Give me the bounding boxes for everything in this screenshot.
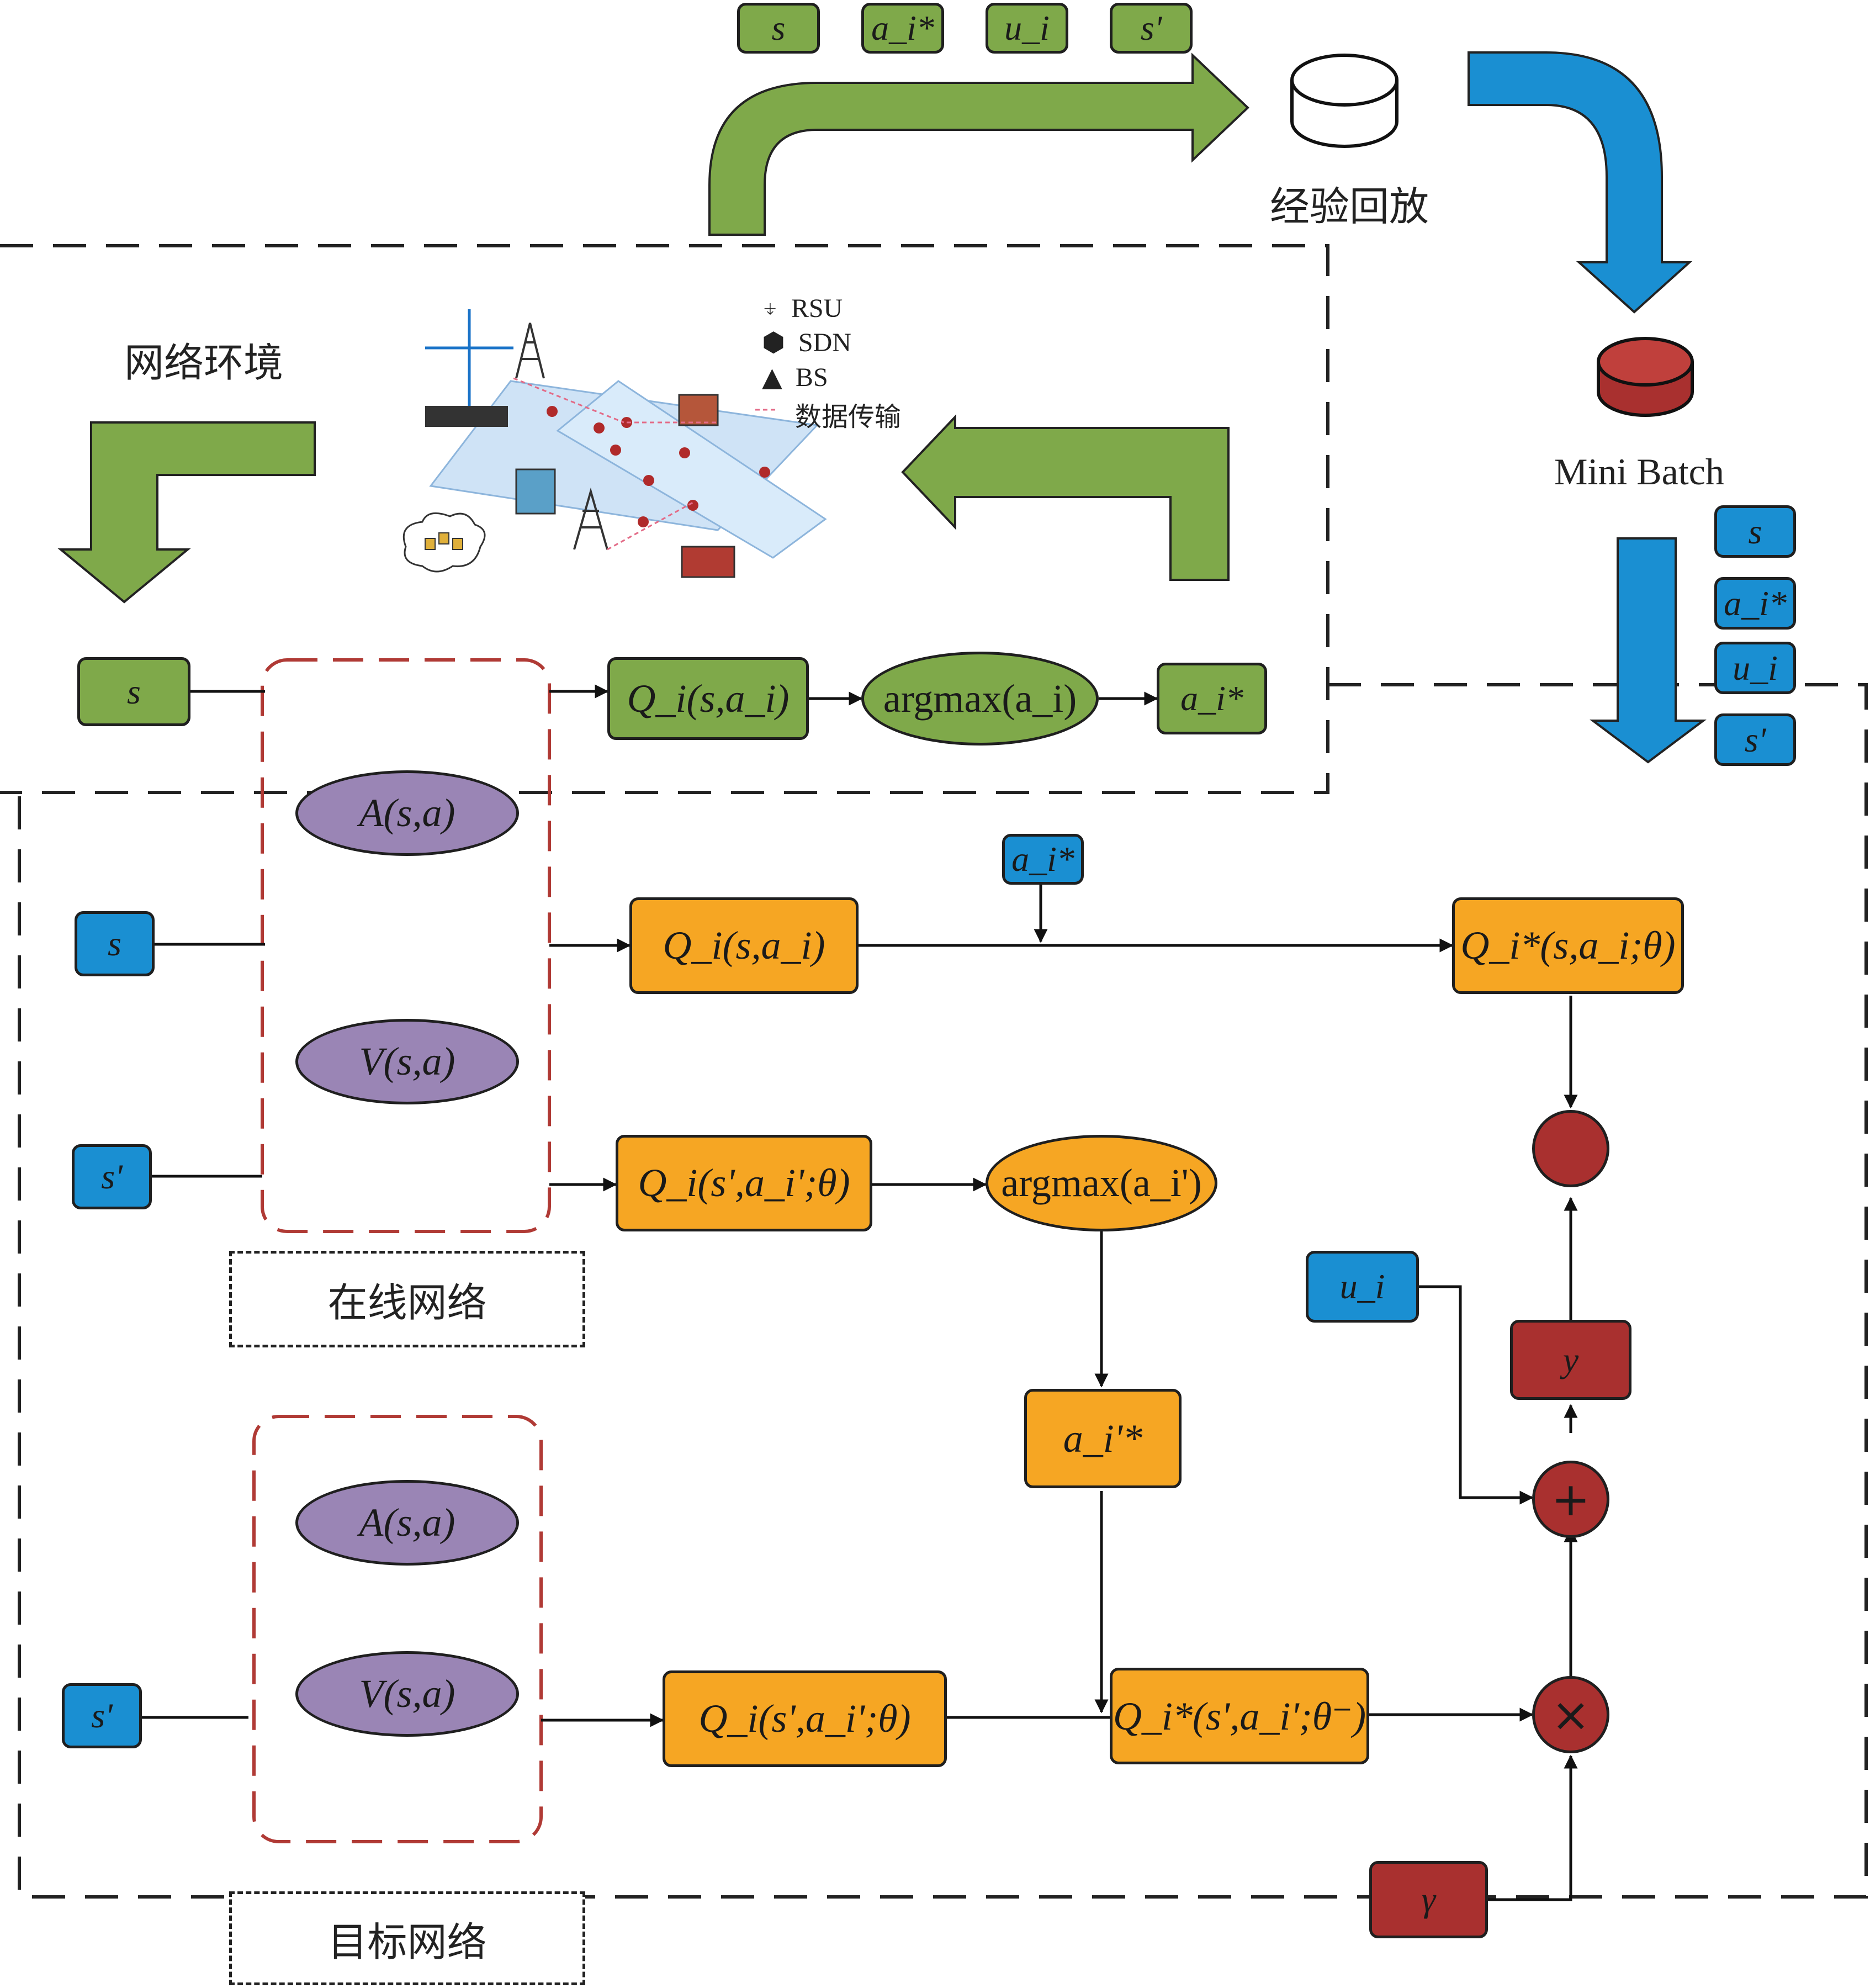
replay-label: 经验回放	[1270, 183, 1429, 230]
env-state: s	[77, 657, 190, 726]
gamma-input: γ	[1369, 1861, 1488, 1938]
replay-database-icon	[1290, 54, 1398, 148]
rsu-icon: ⍖	[762, 293, 778, 324]
tuple-s: s	[737, 3, 820, 54]
batch-reward: u_i	[1714, 642, 1796, 694]
tuple-action: a_i*	[861, 3, 944, 54]
reward-input: u_i	[1306, 1251, 1419, 1323]
target-value: V(s,a)	[295, 1651, 519, 1737]
bs-icon: ▲	[762, 362, 782, 393]
online-q-value: Q_i(s,a_i)	[629, 897, 859, 994]
online-argmax-next: argmax(a_i')	[986, 1135, 1217, 1231]
network-illustration	[402, 309, 827, 578]
feed-batch-arrow	[1590, 537, 1707, 764]
online-action-next: a_i'*	[1024, 1389, 1182, 1488]
minibatch-database-icon	[1597, 337, 1694, 417]
loss-node	[1532, 1110, 1609, 1187]
online-q-star: Q_i*(s,a_i;θ)	[1452, 897, 1684, 994]
environment-region	[0, 244, 1329, 794]
plus-node: +	[1532, 1461, 1609, 1538]
target-network-label: 目标网络	[229, 1891, 585, 1985]
env-argmax: argmax(a_i)	[861, 652, 1099, 745]
legend-bs-text: BS	[795, 363, 828, 392]
store-transition-arrow	[708, 52, 1249, 236]
env-action: a_i*	[1157, 663, 1267, 734]
batch-s: s	[1714, 505, 1796, 558]
apply-action-arrow	[901, 414, 1230, 581]
legend-bs: ▲ BS	[762, 362, 828, 393]
target-network-box	[252, 1415, 543, 1843]
target-q-next: Q_i(s',a_i';θ)	[663, 1670, 947, 1767]
environment-label: 网络环境	[124, 340, 284, 386]
minibatch-label: Mini Batch	[1554, 451, 1724, 493]
batch-next-state: s'	[1714, 713, 1796, 766]
online-value: V(s,a)	[295, 1019, 519, 1104]
legend-transmission: 数据传输	[795, 401, 902, 432]
online-action-input: a_i*	[1002, 834, 1084, 885]
tuple-next-state: s'	[1110, 3, 1193, 54]
legend-rsu: ⍖ RSU	[762, 293, 843, 324]
env-q-value: Q_i(s,a_i)	[607, 657, 809, 740]
target-q-star: Q_i*(s',a_i';θ⁻)	[1110, 1668, 1369, 1764]
online-input-s-next: s'	[72, 1144, 152, 1209]
sdn-icon: ⬢	[762, 327, 785, 358]
online-network-label: 在线网络	[229, 1251, 585, 1347]
legend-sdn: ⬢ SDN	[762, 327, 851, 358]
target-advantage: A(s,a)	[295, 1480, 519, 1566]
legend-rsu-text: RSU	[791, 294, 843, 323]
target-input-s-next: s'	[62, 1683, 142, 1748]
online-network-box	[261, 658, 551, 1233]
online-advantage: A(s,a)	[295, 770, 519, 856]
times-node: ×	[1532, 1676, 1609, 1753]
legend-sdn-text: SDN	[798, 328, 851, 357]
target-y: y	[1510, 1320, 1631, 1400]
online-input-s: s	[75, 911, 155, 976]
batch-action: a_i*	[1714, 577, 1796, 630]
online-q-next: Q_i(s',a_i';θ)	[616, 1135, 872, 1231]
sample-batch-arrow	[1468, 51, 1693, 314]
learning-region	[18, 683, 1868, 1899]
observe-state-arrow	[57, 421, 316, 604]
tuple-reward: u_i	[986, 3, 1068, 54]
